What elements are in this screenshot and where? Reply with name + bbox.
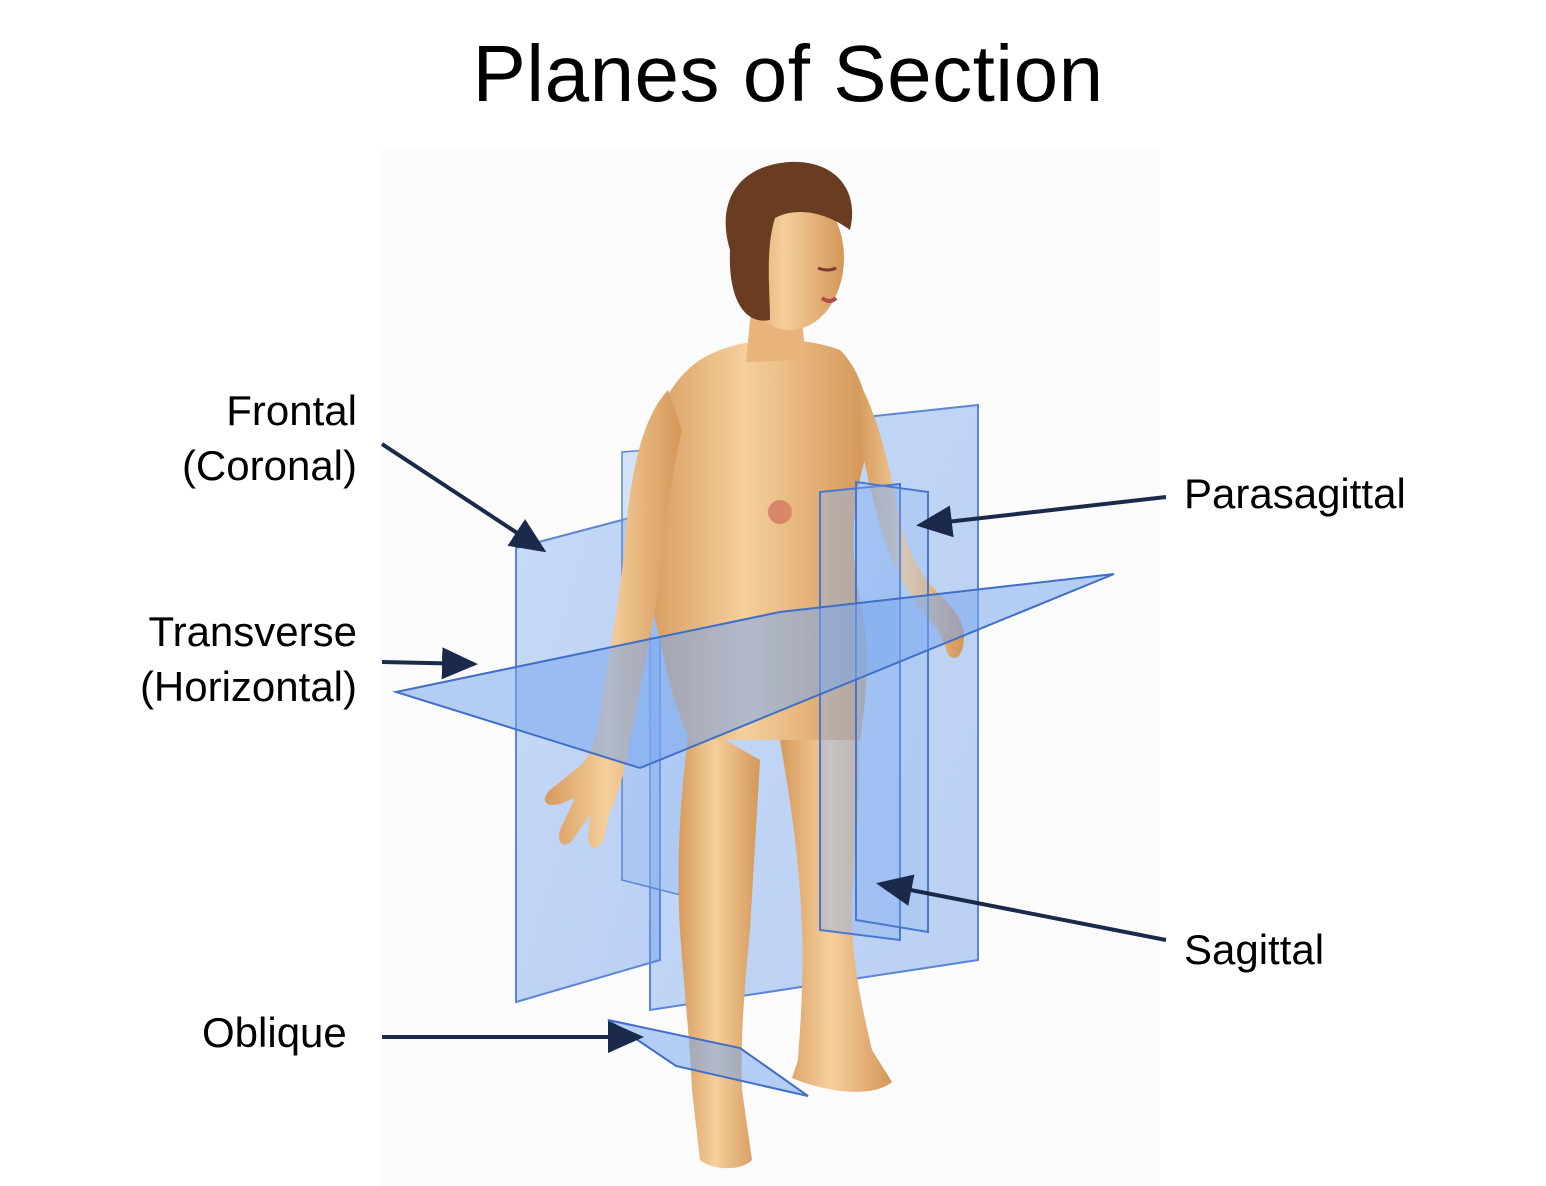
transverse-arrow <box>381 647 478 680</box>
right-leg <box>780 730 892 1092</box>
oblique-label: Oblique <box>202 1009 347 1056</box>
parasagittal-plane-side <box>855 480 929 934</box>
eye <box>817 266 837 272</box>
frontal-label-line1: Frontal <box>226 387 357 434</box>
left-arm <box>544 390 682 849</box>
parasagittal-label: Parasagittal <box>1184 470 1406 517</box>
frontal-arrow <box>380 442 547 553</box>
transverse-label-line2: (Horizontal) <box>139 663 357 710</box>
chest-detail <box>768 500 792 524</box>
diagram-title: Planes of Section <box>472 29 1104 118</box>
mouth <box>820 296 838 303</box>
parasagittal-arrow <box>916 495 1167 538</box>
transverse-plane <box>392 573 1115 770</box>
transverse-label-line1: Transverse <box>148 608 357 655</box>
parasagittal-plane <box>819 482 901 942</box>
frontal-label: Frontal (Coronal) <box>182 383 357 493</box>
transverse-label: Transverse (Horizontal) <box>140 604 357 714</box>
hair <box>725 161 853 321</box>
sagittal-arrow <box>876 874 1167 942</box>
oblique-plane <box>607 1019 809 1097</box>
frontal-label-line2: (Coronal) <box>181 442 357 489</box>
sagittal-label: Sagittal <box>1184 926 1325 973</box>
